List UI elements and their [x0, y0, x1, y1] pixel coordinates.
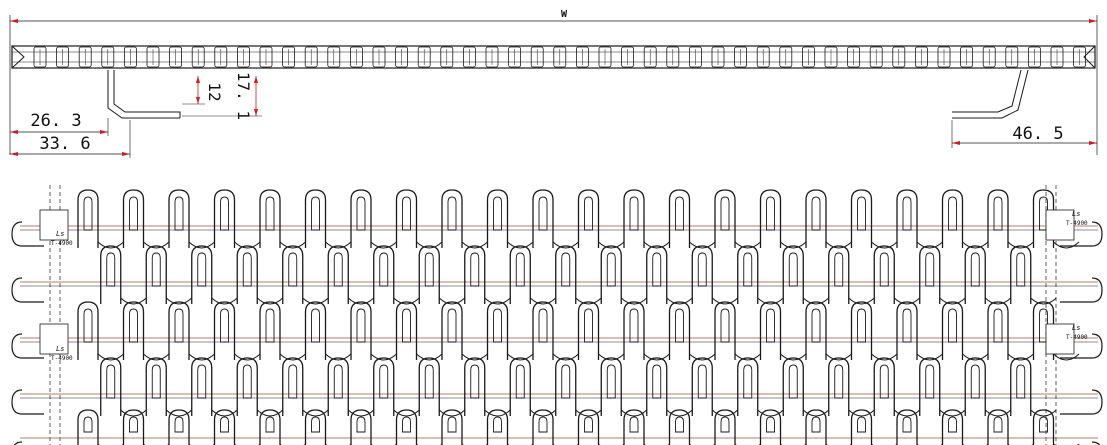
height-dimensions: 12 17. 1 — [182, 72, 262, 120]
dim-46-5-label: 46. 5 — [1012, 124, 1063, 144]
svg-text:Ls: Ls — [56, 345, 64, 353]
module-label-mid-left: Ls T-4900 — [51, 345, 73, 362]
svg-text:Ls: Ls — [1072, 324, 1080, 332]
svg-text:Ls: Ls — [1072, 210, 1080, 218]
module-label-mid-right: Ls T-4900 — [1066, 324, 1088, 341]
width-dimension: W — [9, 9, 1098, 155]
dim-17-1-label: 17. 1 — [234, 72, 253, 120]
left-offset-dimensions: 26. 3 33. 6 — [10, 111, 131, 158]
right-offset-dimension: 46. 5 — [951, 120, 1097, 148]
right-side-flight — [952, 69, 1029, 119]
svg-text:T-4900: T-4900 — [1066, 334, 1088, 341]
width-label: W — [561, 9, 568, 20]
dim-12-label: 12 — [205, 82, 224, 101]
module-label-top-left: Ls T-4900 — [51, 230, 73, 247]
side-view-strip — [11, 45, 1096, 69]
belt-top-view — [11, 185, 1103, 445]
left-side-flight — [107, 70, 181, 119]
svg-text:Ls: Ls — [56, 230, 64, 238]
svg-text:T-4900: T-4900 — [51, 355, 73, 362]
dim-33-6-label: 33. 6 — [39, 134, 90, 154]
dim-26-3-label: 26. 3 — [30, 111, 81, 131]
module-label-top-right: Ls T-4900 — [1066, 210, 1088, 227]
svg-text:T-4900: T-4900 — [51, 240, 73, 247]
svg-text:T-4900: T-4900 — [1066, 220, 1088, 227]
